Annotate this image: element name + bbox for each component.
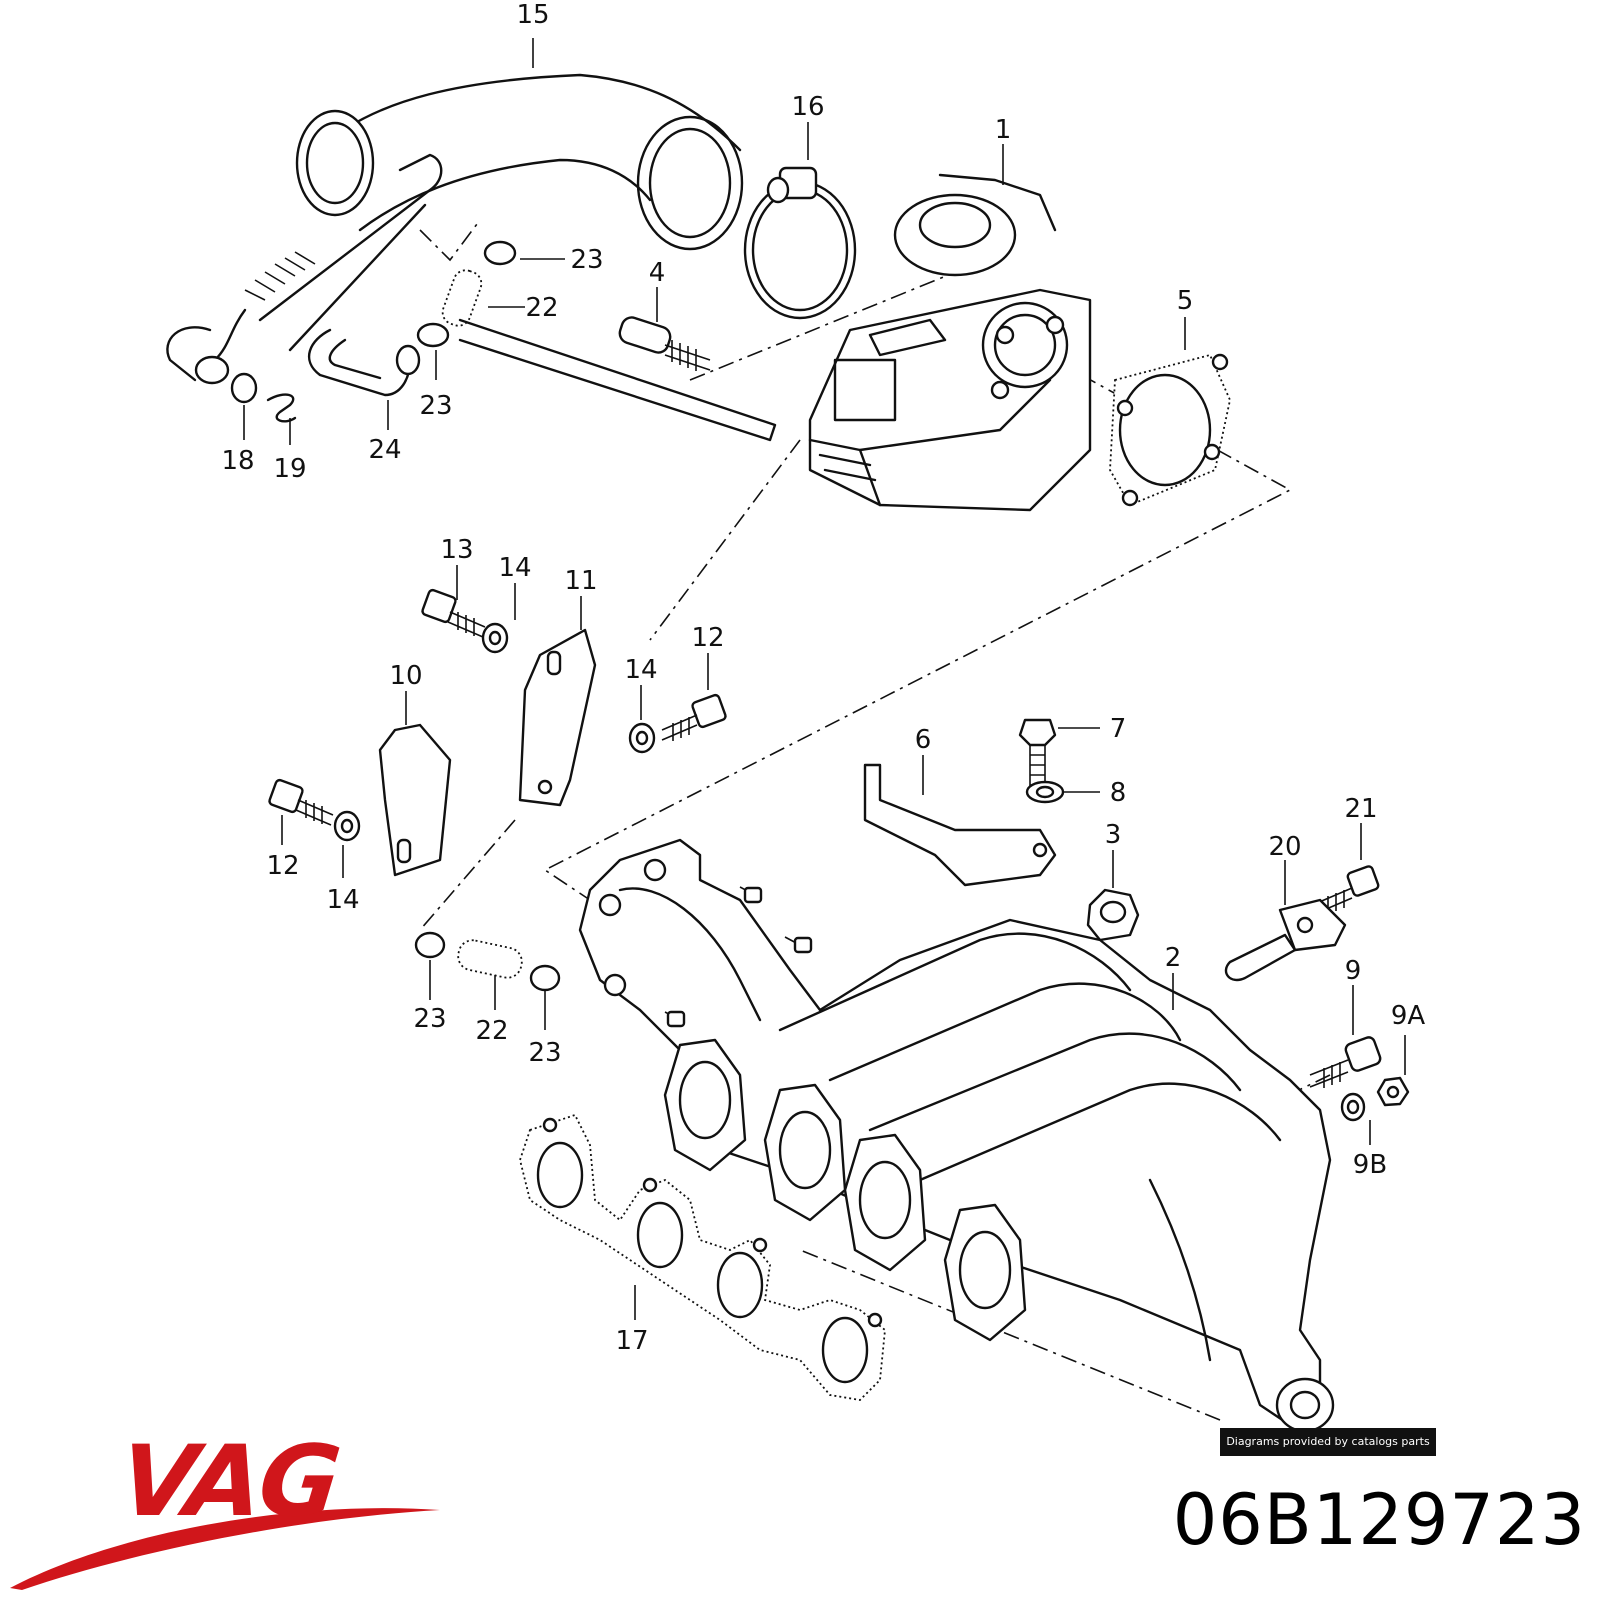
callout-22-b: 22 [475,1016,508,1046]
callout-6: 6 [915,725,932,755]
vag-logo: VAG [10,1440,440,1590]
callout-11: 11 [564,566,597,596]
logo-swoosh [10,1508,440,1590]
callout-9b: 9B [1353,1150,1387,1180]
callout-9: 9 [1345,956,1362,986]
callout-labels: 15 16 1 23 22 4 5 23 18 19 24 13 14 11 1… [221,0,1425,1356]
callout-3: 3 [1105,820,1122,850]
part-2-intake-manifold [578,838,1335,1433]
callout-20: 20 [1268,832,1301,862]
part-16-hose-clamp [743,166,857,320]
callout-2: 2 [1165,943,1182,973]
leader-lines [243,38,1406,1320]
small-hoses-top [230,240,777,442]
part-1-throttle-body [808,173,1092,512]
callout-17: 17 [615,1326,648,1356]
part-9-bolt-nut-washer [1309,1036,1410,1122]
callout-13: 13 [440,535,473,565]
callout-10: 10 [389,661,422,691]
part-17-manifold-gasket [519,1113,886,1401]
callout-5: 5 [1177,286,1194,316]
callout-22-a: 22 [525,293,558,323]
part-5-gasket [1109,353,1231,507]
callout-23-d: 23 [528,1038,561,1068]
brackets-and-bolts [268,588,727,877]
callout-21: 21 [1344,794,1377,824]
callout-14-c: 14 [326,885,359,915]
callout-19: 19 [273,454,306,484]
callout-12-b: 12 [266,851,299,881]
part-4-sensor [618,316,711,371]
callout-23-a: 23 [570,245,603,275]
part-15-intake-hose [166,73,744,385]
bracket-6-and-fasteners [863,718,1140,942]
callout-12-a: 12 [691,623,724,653]
part-20-sensor [1224,865,1380,982]
parts-diagram: 15 16 1 23 22 4 5 23 18 19 24 13 14 11 1… [166,0,1425,1433]
callout-23-b: 23 [419,391,452,421]
callout-9a: 9A [1391,1001,1426,1031]
part-number: 06B129723 [1172,1479,1586,1561]
callout-15: 15 [516,0,549,30]
callout-14-a: 14 [498,553,531,583]
callout-1: 1 [995,115,1012,145]
callout-16: 16 [791,92,824,122]
callout-14-b: 14 [624,655,657,685]
callout-18: 18 [221,446,254,476]
callout-23-c: 23 [413,1004,446,1034]
callout-24: 24 [368,435,401,465]
callout-8: 8 [1110,778,1127,808]
callout-4: 4 [649,258,666,288]
callout-7: 7 [1110,714,1127,744]
diagram-credit-badge: Diagrams provided by catalogs parts [1220,1428,1436,1456]
small-hoses-bottom [414,931,561,992]
logo-text: VAG [115,1440,343,1539]
